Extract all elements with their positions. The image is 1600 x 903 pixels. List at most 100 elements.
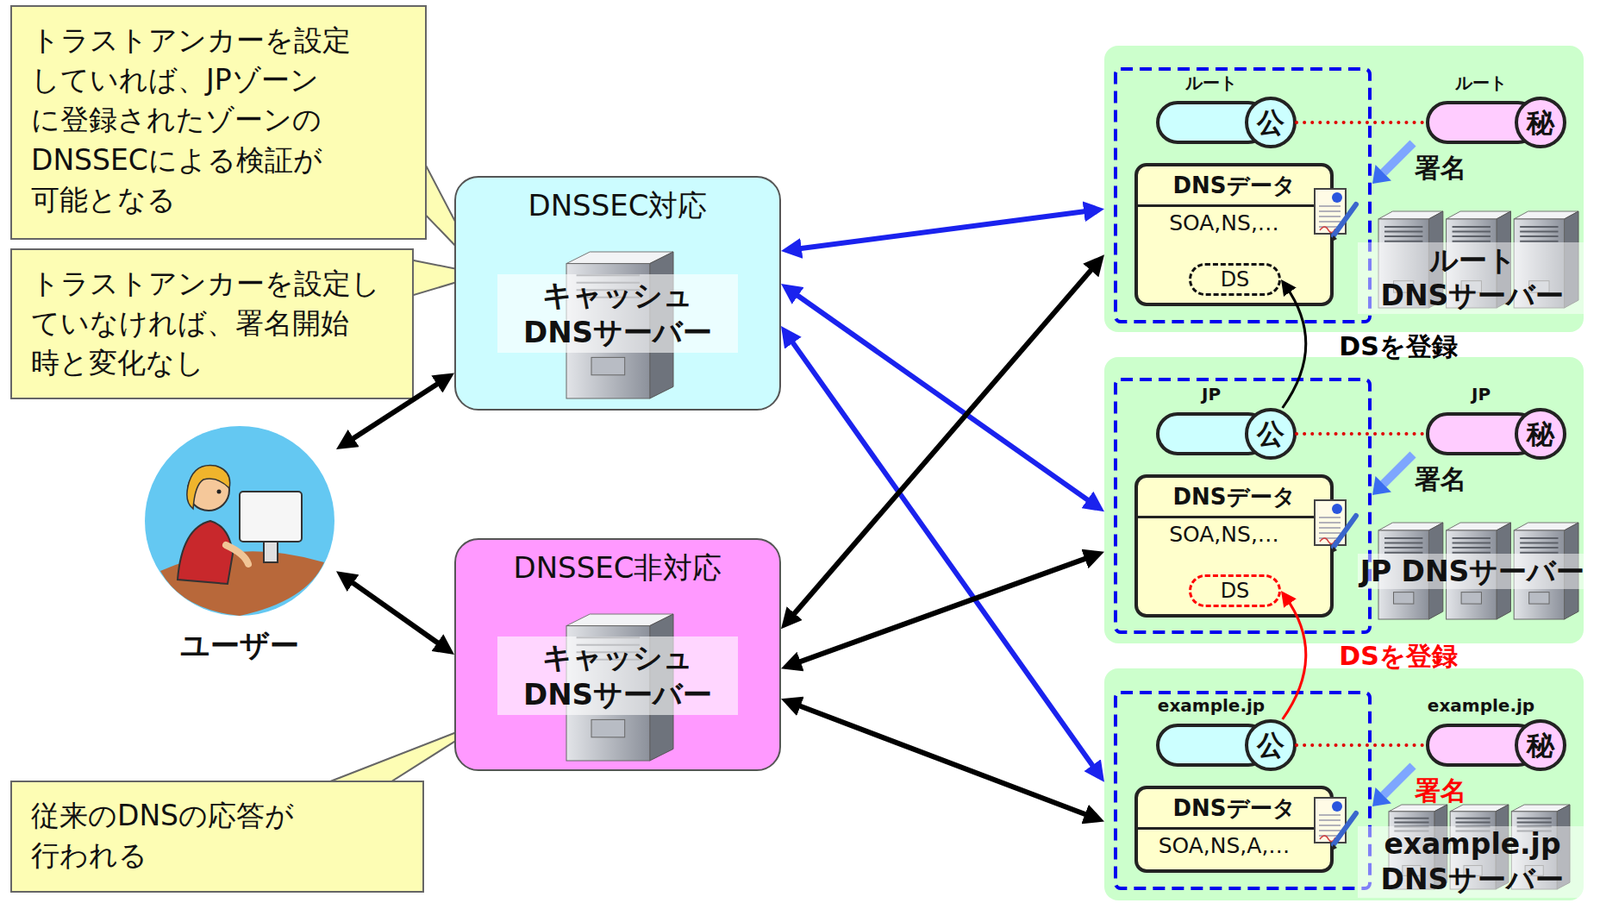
certificate-signature [1319,226,1336,233]
box-heading: DNSSEC対応 [456,186,780,225]
key-label: example.jp [1138,694,1284,716]
key-symbol: JP秘 [1425,407,1567,460]
pen-tip [1330,546,1338,554]
server-slot [1519,542,1558,544]
key-symbol: JP公 [1156,407,1297,460]
server-slot [1455,817,1490,819]
zone-dashed-frame [1115,68,1370,322]
key-glyph-holder: 公 [1246,407,1295,460]
data-body-holder: SOA,NS,… [1137,520,1311,550]
certificate-line [1318,526,1341,529]
server-label: キャッシュ DNSサーバー [497,274,738,353]
key-glyph: 秘 [1516,96,1565,149]
connector-arrow [787,334,1099,774]
server-slot [1519,225,1558,228]
server-panel [1393,592,1414,604]
connector-arrow [791,210,1094,250]
server-zone-panel: example.jp DNSサーバーexample.jp公example.jp秘… [1104,668,1584,900]
ds-label: DS [1191,265,1279,294]
monitor [239,491,302,542]
user-icon: ユーザー [143,424,337,618]
server-label-holder: キャッシュ DNSサーバー [497,636,738,715]
connector-arrow [1282,596,1307,719]
sign-arrow-shaft [1383,143,1413,173]
data-body: SOA,NS,A,… [1137,831,1311,861]
data-heading: DNSデータ [1137,788,1331,827]
key-symbol: ルート公 [1156,96,1297,149]
key-label-holder: example.jp [1408,694,1554,716]
server-slot [1384,537,1423,539]
certificate-line [1318,531,1341,534]
key-glyph: 秘 [1516,718,1565,771]
box-heading-holder: DNSSEC非対応 [456,548,780,587]
key-symbol: ルート秘 [1425,96,1567,149]
ds-label-holder: DS [1191,576,1279,605]
sign-arrow-head [1372,475,1392,495]
server-label: ルート DNSサーバー [1357,242,1588,314]
certificate-icon [1311,795,1363,855]
server-slot [1384,231,1423,233]
certificate-line [1318,813,1341,816]
server-slot [1452,542,1491,544]
edge-label: DSを登録 [1312,638,1485,674]
server-label-holder: キャッシュ DNSサーバー [497,274,738,353]
server-slot [1393,821,1429,824]
callout-box: トラストアンカーを設定 していれば、JPゾーン に登録されたゾーンの DNSSE… [10,5,427,240]
connector-arrow [344,378,446,444]
person-arm [225,544,249,564]
certificate-line [1318,220,1341,223]
certificate-line [1318,210,1341,213]
server-slot [1519,537,1558,539]
callout-text: トラストアンカーを設定し ていなければ、署名開始 時と変化なし [31,263,394,384]
data-body: SOA,NS,… [1137,209,1311,238]
server-label: example.jp DNSサーバー [1357,825,1588,898]
person-eye [217,489,222,494]
callout-box: 従来のDNSの応答が 行われる [10,780,425,893]
callout-box: トラストアンカーを設定し ていなければ、署名開始 時と変化なし [10,248,414,400]
person-hair [187,465,231,510]
certificate-icon [1311,187,1363,246]
dns-data-box: DNSデータSOA,NS,… DS [1134,162,1334,307]
dns-data-box: DNSデータ SOA,NS,A,… [1134,785,1334,873]
key-symbol: example.jp公 [1156,718,1297,771]
server-panel [591,718,625,737]
certificate-seal [1331,192,1343,203]
certificate-line [1318,521,1341,524]
data-body: SOA,NS,… [1137,520,1311,550]
key-glyph: 公 [1246,96,1295,149]
server-slot [1452,231,1491,233]
certificate-line [1318,824,1341,826]
key-glyph: 秘 [1516,407,1565,460]
key-label: JP [1138,383,1284,405]
key-glyph-holder: 秘 [1516,407,1565,460]
server-zone-panel: JP DNSサーバーJP公JP秘DNSデータSOA,NS,…DS [1104,356,1584,644]
certificate-icon [1311,498,1363,557]
sign-label-holder: 署名 [1414,463,1467,495]
server-panel [591,356,625,375]
key-label-holder: JP [1408,383,1554,405]
key-label: ルート [1138,72,1284,94]
server-slot [1455,821,1490,824]
data-heading-holder: DNSデータ [1137,166,1331,207]
zone-dashed-frame [1115,692,1370,888]
certificate-line [1318,215,1341,218]
key-glyph-holder: 公 [1246,718,1295,771]
ds-label: DS [1191,576,1279,605]
sign-arrow-shaft [1383,765,1413,795]
user-illustration [143,424,337,618]
edge-label-holder: DSを登録 [1312,329,1485,364]
server-label-holder: ルート DNSサーバー [1357,242,1588,314]
pen-body [1333,204,1357,236]
certificate-seal [1331,800,1343,812]
cache-server-box: DNSSEC非対応キャッシュ DNSサーバー [454,537,782,771]
key-label-holder: ルート [1138,72,1284,94]
sign-label: 署名 [1414,463,1467,495]
server-slot [1517,821,1552,824]
certificate-line [1318,205,1341,207]
connector-arrow [789,289,1096,506]
callout-text: トラストアンカーを設定 していれば、JPゾーン に登録されたゾーンの DNSSE… [31,20,407,220]
connector-arrow [790,555,1094,665]
certificate-line [1318,829,1341,832]
server-slot [1452,537,1491,539]
